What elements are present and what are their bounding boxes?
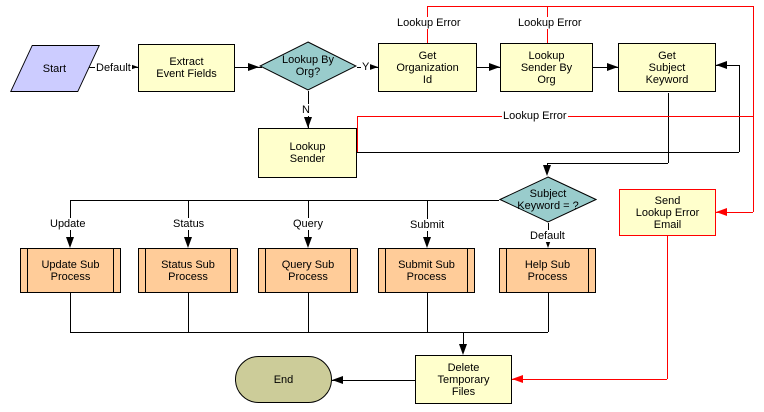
arrowhead-into-send — [716, 208, 727, 216]
node-get-subject-keyword-label: Get Subject Keyword — [645, 49, 689, 86]
node-lookup-sender-by-org-label: Lookup Sender By Org — [520, 49, 573, 86]
edge-getsubject-decision2-h — [547, 163, 668, 164]
edge-collect-query — [308, 293, 309, 332]
edge-label-default-start: Default — [95, 62, 132, 74]
edge-collect-delete — [463, 332, 464, 345]
error-edge-into-send — [716, 212, 753, 213]
error-edge-right-rail — [753, 6, 754, 212]
node-extract-event-fields[interactable]: Extract Event Fields — [138, 44, 235, 92]
edge-label-yes: Y — [361, 61, 371, 73]
arrowhead-into-delete-top — [459, 344, 467, 355]
node-lookup-by-org-decision[interactable]: Lookup By Org? — [259, 41, 357, 91]
edge-lookupsenderbyorg-getsubject — [593, 67, 618, 68]
node-lookup-sender[interactable]: Lookup Sender — [258, 128, 357, 178]
arrowhead-into-getsubject-right — [716, 61, 727, 69]
node-update-sub-process[interactable]: Update Sub Process — [20, 248, 121, 293]
node-help-sub-process[interactable]: Help Sub Process — [499, 248, 596, 293]
arrowhead-into-submit — [423, 237, 431, 248]
node-end-label: End — [273, 373, 294, 386]
node-delete-temporary-files[interactable]: Delete Temporary Files — [415, 355, 512, 404]
node-query-sub-process-label: Query Sub Process — [281, 258, 335, 283]
edge-label-lookup-error-sender-by-org: Lookup Error — [517, 17, 583, 29]
edge-collect-rail — [70, 332, 548, 333]
edge-lookupsender-getsubject-h — [357, 152, 739, 153]
diamond-shape — [499, 176, 597, 223]
edge-label-lookup-error-org: Lookup Error — [396, 17, 462, 29]
error-edge-send-delete-v — [667, 236, 668, 379]
edge-getsubject-decision2-v — [668, 93, 669, 163]
node-submit-sub-process[interactable]: Submit Sub Process — [378, 248, 475, 293]
edge-lookupsender-getsubject-v — [739, 65, 740, 152]
arrowhead-into-lookupsender — [304, 117, 312, 128]
edge-branch-rail — [70, 200, 499, 201]
node-status-sub-process[interactable]: Status Sub Process — [138, 248, 238, 293]
arrowhead-into-lookupsenderbyorg — [489, 63, 500, 71]
node-submit-sub-process-label: Submit Sub Process — [398, 258, 455, 283]
arrowhead-into-extract — [127, 63, 138, 71]
node-update-sub-process-label: Update Sub Process — [41, 258, 100, 283]
arrowhead-into-getsubject-left — [607, 63, 618, 71]
edge-collect-status — [188, 293, 189, 332]
node-subject-keyword-decision[interactable]: Subject Keyword = ? — [499, 176, 597, 223]
arrowhead-into-decision1 — [248, 63, 259, 71]
node-query-sub-process[interactable]: Query Sub Process — [258, 248, 358, 293]
node-help-sub-process-label: Help Sub Process — [524, 258, 571, 283]
arrowhead-into-update — [66, 237, 74, 248]
error-edge-send-delete-h — [512, 379, 667, 380]
node-end[interactable]: End — [235, 356, 332, 403]
edge-lookupsender-getsubject-in — [716, 65, 739, 66]
edge-collect-update — [70, 293, 71, 332]
node-extract-event-fields-label: Extract Event Fields — [156, 56, 217, 80]
edge-label-no: N — [301, 104, 311, 116]
edge-label-submit: Submit — [409, 219, 446, 231]
node-status-sub-process-label: Status Sub Process — [161, 258, 215, 283]
node-lookup-by-org-label: Lookup By Org? — [282, 54, 334, 78]
edge-label-status: Status — [172, 218, 206, 230]
node-delete-temporary-files-label: Delete Temporary Files — [437, 361, 490, 398]
error-edge-lookupsender-v — [357, 116, 358, 152]
edge-label-lookup-error-sender: Lookup Error — [502, 110, 568, 122]
edge-collect-help — [548, 293, 549, 332]
arrowhead-into-delete-right — [512, 375, 523, 383]
arrowhead-into-help — [544, 237, 552, 248]
arrowhead-into-getorg — [367, 63, 378, 71]
node-get-subject-keyword[interactable]: Get Subject Keyword — [618, 43, 716, 92]
node-subject-keyword-label: Subject Keyword = ? — [517, 187, 579, 212]
edge-label-update: Update — [49, 218, 87, 230]
error-edge-top-rail — [427, 6, 753, 7]
arrowhead-into-decision2 — [543, 165, 551, 176]
edge-delete-end — [332, 380, 415, 381]
arrowhead-into-end — [332, 376, 343, 384]
node-start[interactable]: Start — [10, 45, 100, 92]
edge-getorg-lookupsenderbyorg — [477, 67, 500, 68]
node-lookup-sender-label: Lookup Sender — [289, 141, 326, 165]
node-start-label: Start — [43, 62, 67, 75]
node-send-lookup-error-email-label: Send Lookup Error Email — [635, 194, 700, 231]
node-send-lookup-error-email[interactable]: Send Lookup Error Email — [619, 189, 716, 236]
arrowhead-into-query — [304, 237, 312, 248]
edge-label-query: Query — [292, 218, 324, 230]
node-lookup-sender-by-org[interactable]: Lookup Sender By Org — [500, 43, 593, 92]
node-get-organization-id[interactable]: Get Organization Id — [378, 43, 477, 92]
edge-label-default-help: Default — [529, 230, 566, 242]
diamond-shape — [259, 41, 357, 91]
arrowhead-into-status — [184, 237, 192, 248]
node-get-organization-id-label: Get Organization Id — [396, 49, 459, 86]
edge-collect-submit — [427, 293, 428, 332]
